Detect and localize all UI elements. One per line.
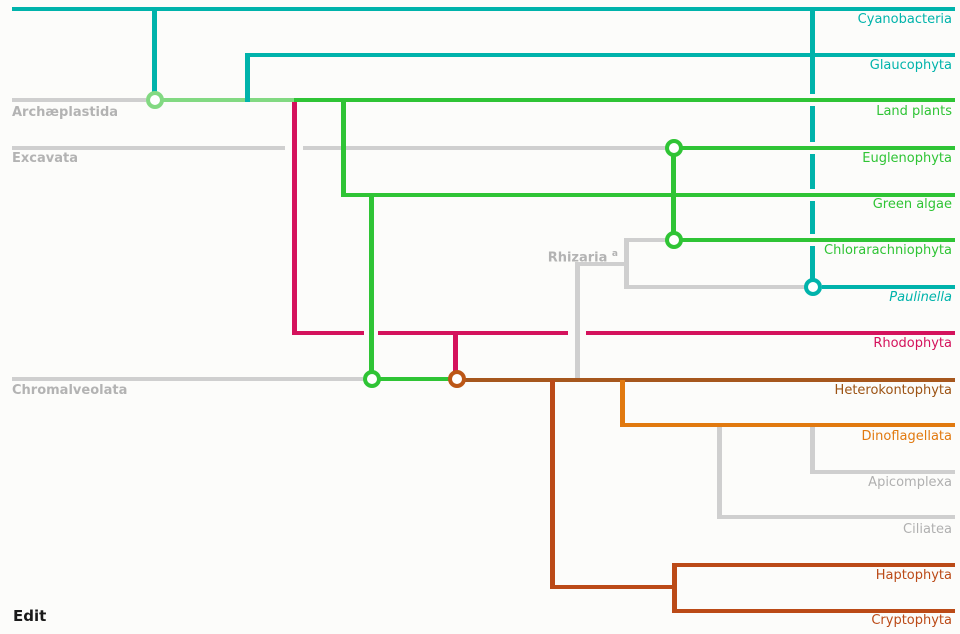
- chlorarachniophyta-branch-line: [681, 238, 955, 242]
- apicomplexa-stem-vertical: [810, 425, 815, 474]
- apicomplexa-branch-line: [810, 470, 955, 474]
- cyanobacteria-branch-line: [12, 7, 955, 11]
- archaeplastida-label: Archæplastida: [12, 105, 119, 120]
- ciliatea-label: Ciliatea: [903, 522, 952, 537]
- excavata-host-line-left: [12, 146, 285, 150]
- rhodophyta-branch-line-3: [586, 331, 955, 335]
- glaucophyta-stem-vertical: [245, 55, 250, 102]
- rhizaria-label: Rhizaria a: [548, 247, 618, 265]
- cryptophyta-label: Cryptophyta: [871, 613, 952, 628]
- primary-endosymbiosis-node: [146, 91, 164, 109]
- rhodophyta-branch-line-2: [378, 331, 568, 335]
- excavata-label: Excavata: [12, 151, 78, 166]
- rhodophyta-label: Rhodophyta: [873, 336, 952, 351]
- land-plants-branch-line: [294, 98, 955, 102]
- paulinella-label: Paulinella: [889, 290, 952, 305]
- dinoflagellata-stem-vertical: [620, 380, 625, 427]
- paulinella-stem-vertical-3: [810, 154, 815, 189]
- haptophyta-branch-line: [672, 563, 955, 567]
- paulinella-lead-line: [624, 285, 806, 289]
- hapto-crypto-stem-horizontal: [550, 585, 677, 589]
- glaucophyta-label: Glaucophyta: [869, 58, 952, 73]
- heterokontophyta-label: Heterokontophyta: [834, 383, 952, 398]
- apicomplexa-label: Apicomplexa: [868, 475, 952, 490]
- rhizaria-stem-vertical: [575, 262, 580, 380]
- green-secondary-endosymbiosis-node: [363, 370, 381, 388]
- dinoflagellata-label: Dinoflagellata: [861, 429, 952, 444]
- red-secondary-endosymbiosis-node: [448, 370, 466, 388]
- chlorarachniophyta-lead-line: [624, 238, 667, 242]
- paulinella-stem-vertical-5: [810, 246, 815, 279]
- haptophyta-label: Haptophyta: [875, 568, 952, 583]
- euglenophyta-endosymbiosis-node: [665, 139, 683, 157]
- chromalveolata-green-segment: [379, 377, 450, 381]
- heterokontophyta-branch-line: [462, 378, 955, 382]
- cryptophyta-branch-line: [672, 609, 955, 613]
- primary-plastid-segment: [160, 98, 294, 102]
- rhodophyta-stem-vertical: [292, 98, 297, 335]
- euglenid-chlorarachnid-connector-vertical: [671, 152, 676, 237]
- ciliatea-stem-vertical: [717, 425, 722, 519]
- rhizaria-stem-horizontal: [575, 262, 629, 266]
- primary-endosymbiosis-vertical: [152, 9, 157, 92]
- glaucophyta-branch-line: [245, 53, 955, 57]
- chromalveolata-label: Chromalveolata: [12, 383, 128, 398]
- archaeplastida-host-line: [12, 98, 146, 102]
- cyanobacteria-label: Cyanobacteria: [857, 12, 952, 27]
- chromalveolata-host-line: [12, 377, 363, 381]
- euglenophyta-branch-line: [681, 146, 955, 150]
- paulinella-stem-vertical-2: [810, 106, 815, 142]
- hapto-crypto-split-vertical: [672, 563, 677, 613]
- rhizaria-bracket-vertical: [624, 238, 629, 289]
- land-plants-label: Land plants: [876, 104, 952, 119]
- green-algae-branch-line: [341, 193, 955, 197]
- paulinella-stem-vertical-4: [810, 201, 815, 234]
- paulinella-endosymbiosis-node: [804, 278, 822, 296]
- euglenophyta-label: Euglenophyta: [862, 151, 952, 166]
- green-algae-stem-vertical: [341, 98, 346, 197]
- ciliatea-branch-line: [717, 515, 955, 519]
- excavata-host-line-right: [303, 146, 667, 150]
- paulinella-branch-line: [822, 285, 955, 289]
- red-secondary-endosymbiosis-vertical: [453, 331, 458, 372]
- dinoflagellata-branch-line: [620, 423, 955, 427]
- rhodophyta-branch-line-1: [292, 331, 364, 335]
- green-algae-label: Green algae: [872, 197, 952, 212]
- chlorarachniophyta-label: Chlorarachniophyta: [824, 243, 952, 258]
- chlorarachniophyta-endosymbiosis-node: [665, 231, 683, 249]
- rhizaria-footnote-marker: a: [611, 249, 618, 259]
- hapto-crypto-stem-vertical: [550, 380, 555, 589]
- edit-link[interactable]: Edit: [13, 607, 47, 625]
- green-secondary-endosymbiosis-vertical: [369, 193, 374, 373]
- paulinella-stem-vertical-1: [810, 9, 815, 94]
- rhizaria-label-text: Rhizaria: [547, 250, 608, 266]
